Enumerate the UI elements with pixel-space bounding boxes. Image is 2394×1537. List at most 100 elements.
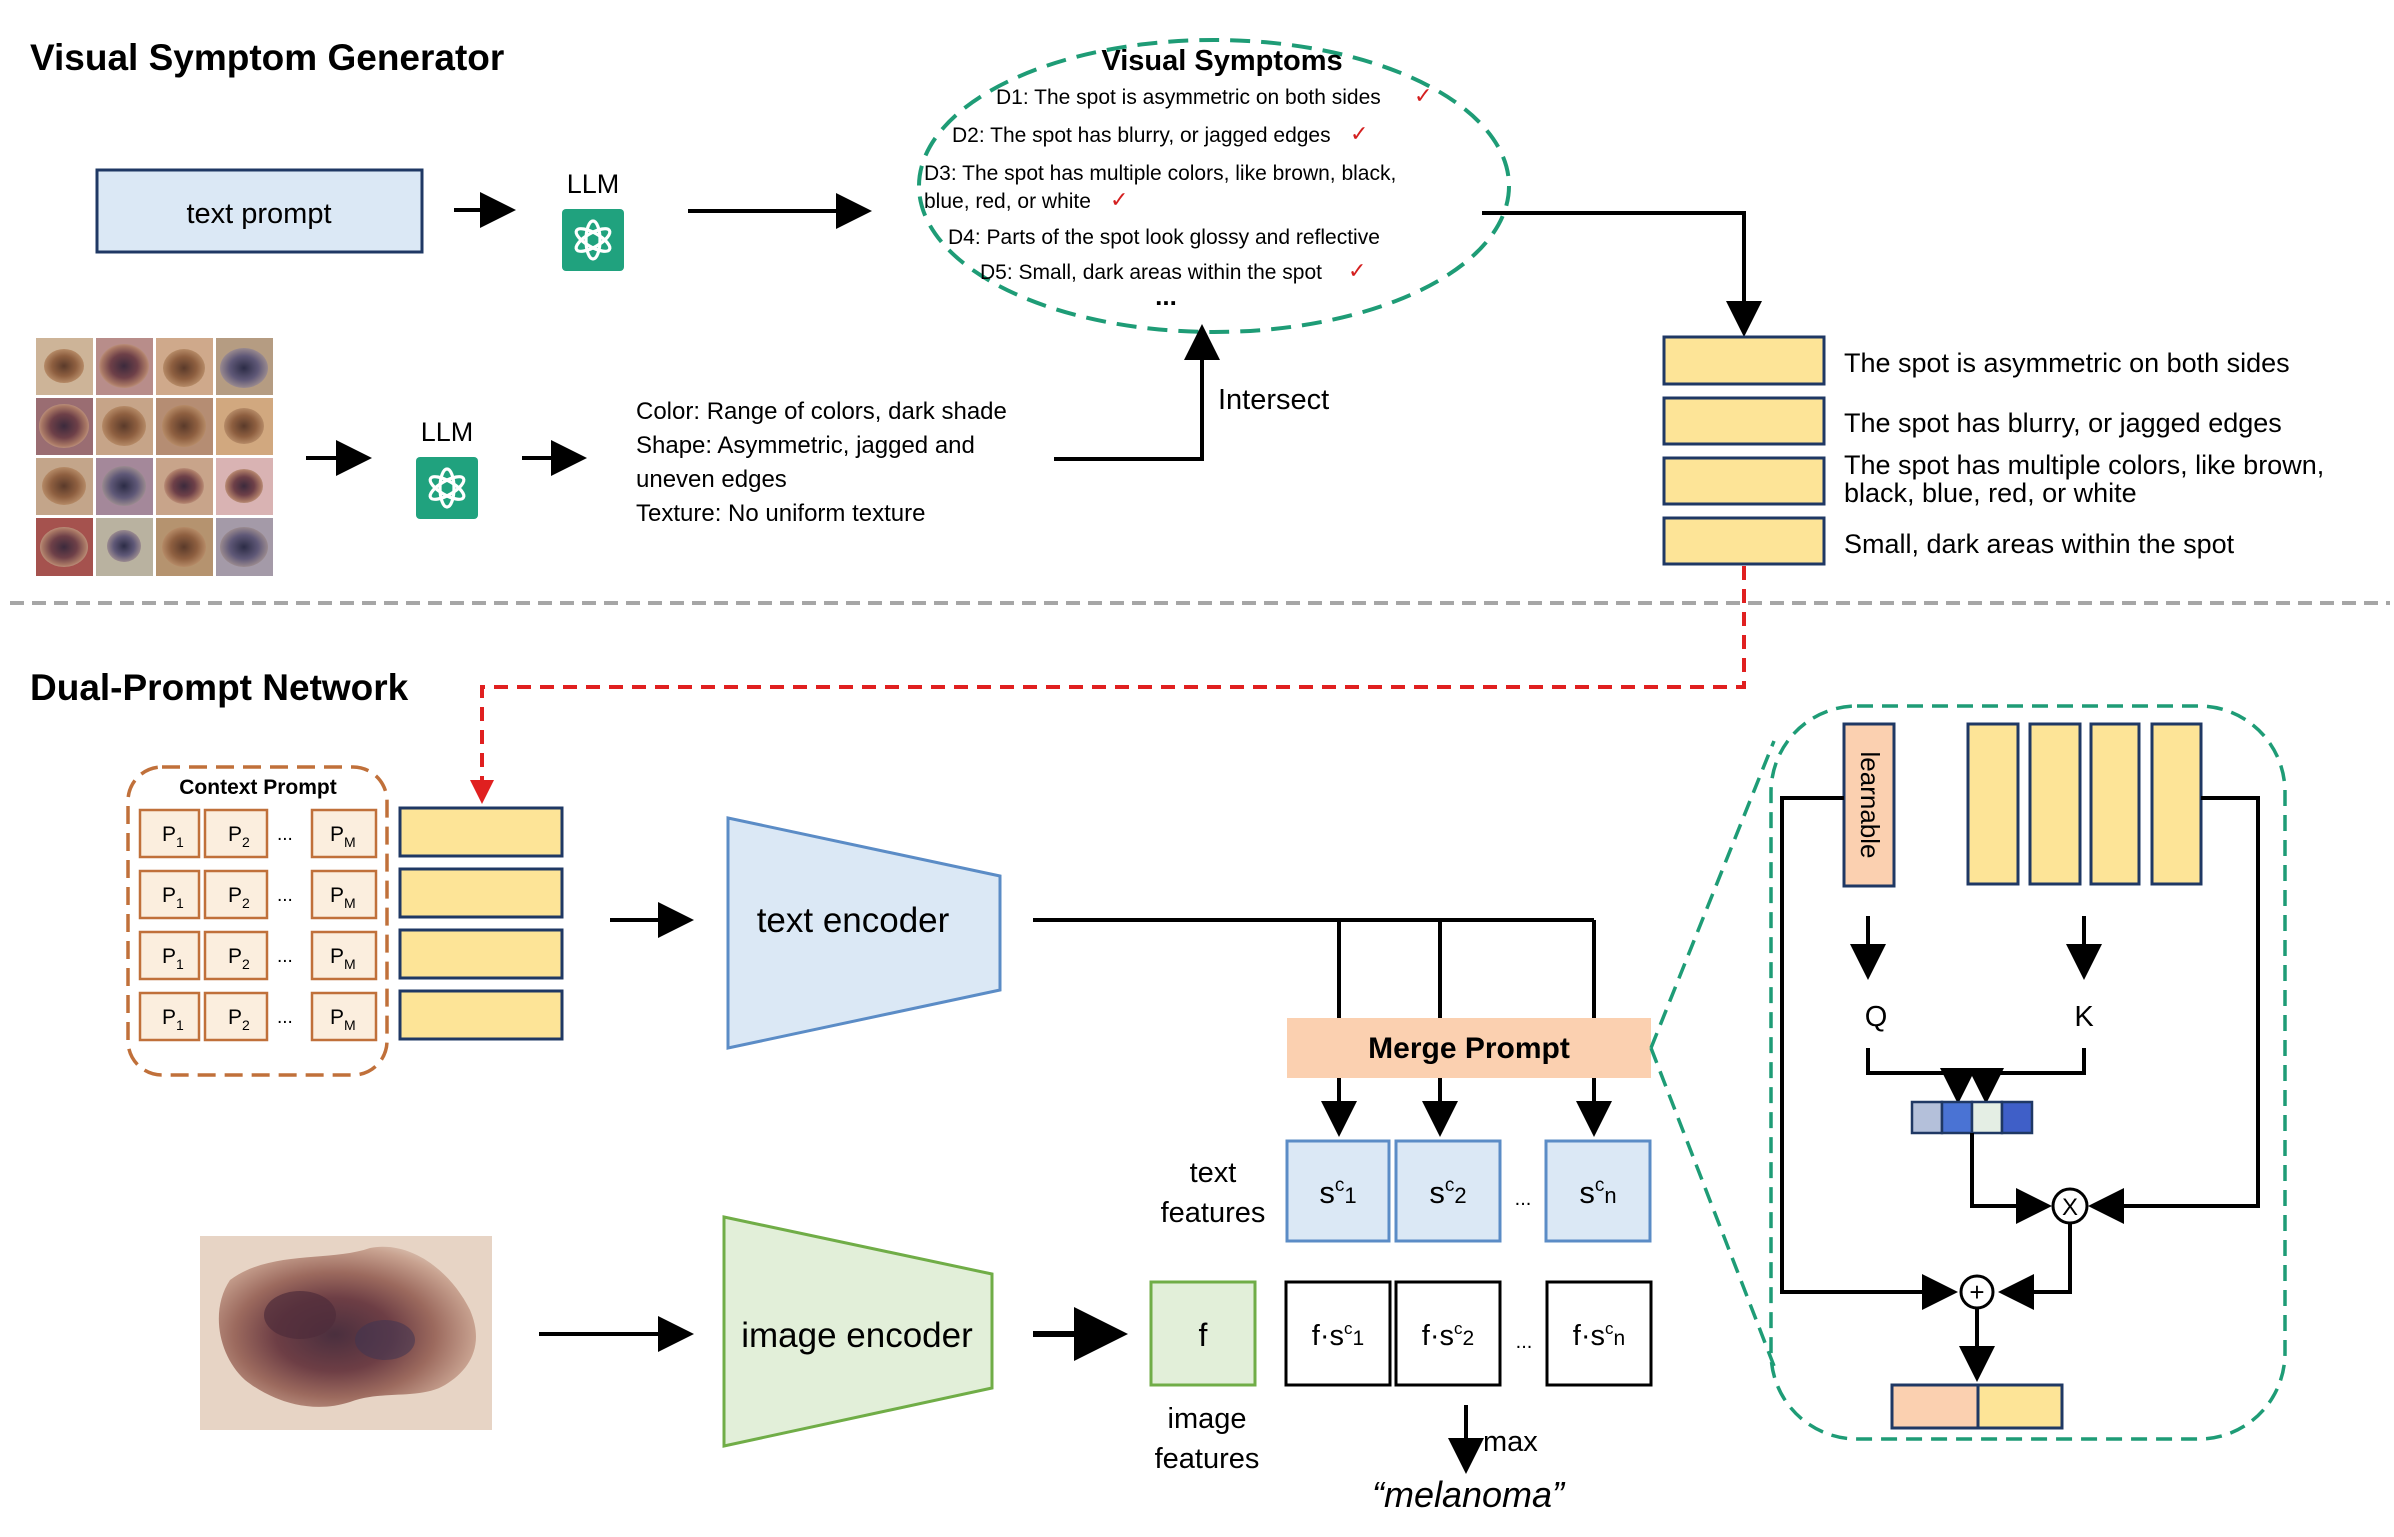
symptom-d2: D2: The spot has blurry, or jagged edges xyxy=(952,124,1331,147)
generator-section-title: Visual Symptom Generator xyxy=(30,37,504,78)
symptoms-to-selected-arrow xyxy=(1482,211,1762,337)
attribute-color: Color: Range of colors, dark shade xyxy=(636,398,1007,425)
text-prompt-label: text prompt xyxy=(186,198,331,230)
visual-symptoms-title: Visual Symptoms xyxy=(1101,45,1342,77)
symptom-key-column xyxy=(2028,722,2082,886)
similarity-f-sn: f·scn xyxy=(1573,1319,1625,1352)
image-feature-box xyxy=(1149,1280,1257,1387)
class-prompt-bar xyxy=(398,928,564,980)
image-features-label-line2: features xyxy=(1155,1443,1260,1475)
text-feature-s1: sc1 xyxy=(1319,1175,1356,1210)
symptom-key-column xyxy=(2089,722,2141,886)
image-encoder-block xyxy=(722,1215,994,1448)
text-encoder-label: text encoder xyxy=(757,901,950,940)
text-feature-box xyxy=(1544,1139,1652,1243)
text-features-label-line2: features xyxy=(1161,1197,1266,1229)
selected-symptom-bar xyxy=(1662,456,1826,506)
text-encoder-block xyxy=(726,816,1002,1050)
check-mark-d1: ✓ xyxy=(1414,83,1432,108)
prediction-result: “melanoma” xyxy=(1372,1474,1566,1515)
selected-symptom-bar xyxy=(1662,516,1826,566)
check-mark-d5: ✓ xyxy=(1348,258,1366,283)
image-features-label-line1: image xyxy=(1168,1403,1247,1435)
selected-symptom-4: Small, dark areas within the spot xyxy=(1844,529,2235,559)
merge-prompt-detail-panel xyxy=(1769,704,2287,1441)
skin-lesion-photo xyxy=(200,1236,492,1430)
text-features-label-line1: text xyxy=(1190,1157,1237,1189)
k-to-attention-arrow xyxy=(1968,1048,2086,1104)
similarity-f-s1: f·sc1 xyxy=(1312,1319,1364,1352)
q-to-attention-arrow xyxy=(1866,1048,1976,1104)
token-ellipsis: ... xyxy=(277,1007,293,1028)
symptom-d1: D1: The spot is asymmetric on both sides xyxy=(996,86,1381,109)
text-feature-box xyxy=(1394,1139,1502,1243)
class-prompt-bar xyxy=(398,867,564,919)
token-p1: P1 xyxy=(162,1006,184,1033)
selected-symptom-3-line2: black, blue, red, or white xyxy=(1844,478,2137,508)
similarity-box xyxy=(1545,1280,1653,1387)
token-pm: PM xyxy=(330,884,356,911)
intersect-label: Intersect xyxy=(1218,384,1329,416)
attribute-shape-line2: uneven edges xyxy=(636,466,787,493)
attention-weight-vector xyxy=(1910,1100,2034,1135)
multiply-to-add-arrow xyxy=(1998,1223,2072,1310)
merged-output-learnable-part xyxy=(1890,1383,1980,1430)
token-p1: P1 xyxy=(162,884,184,911)
merged-output-symptom-part xyxy=(1976,1383,2064,1430)
zoom-connector-line xyxy=(1649,740,1776,1049)
max-label: max xyxy=(1483,1426,1538,1458)
token-pm: PM xyxy=(330,1006,356,1033)
attribute-shape-line1: Shape: Asymmetric, jagged and xyxy=(636,432,975,459)
token-ellipsis: ... xyxy=(277,824,293,845)
selected-symptom-1: The spot is asymmetric on both sides xyxy=(1844,348,2290,378)
key-label: K xyxy=(2074,1001,2094,1033)
token-p1: P1 xyxy=(162,823,184,850)
symptom-key-column xyxy=(2150,722,2203,886)
symptom-d5: D5: Small, dark areas within the spot xyxy=(980,261,1322,284)
text-prompt-box xyxy=(95,168,424,254)
text-feature-sn: scn xyxy=(1579,1175,1616,1210)
llm-label-top: LLM xyxy=(567,169,620,199)
values-to-multiply-arrow xyxy=(2088,796,2260,1224)
merge-prompt-label: Merge Prompt xyxy=(1368,1032,1570,1065)
token-p2: P2 xyxy=(228,884,250,911)
token-p2: P2 xyxy=(228,945,250,972)
merge-prompt-block xyxy=(1287,1018,1651,1078)
context-prompt-row: P1 P2 ... PM xyxy=(138,930,378,981)
text-feature-ellipsis: ... xyxy=(1515,1188,1532,1210)
multiply-symbol: X xyxy=(2062,1194,2078,1221)
attention-to-multiply-arrow xyxy=(1970,1133,2052,1224)
class-prompt-bar xyxy=(398,989,564,1041)
network-section-title: Dual-Prompt Network xyxy=(30,667,409,708)
selected-symptom-2: The spot has blurry, or jagged edges xyxy=(1844,408,2282,438)
attribute-texture: Texture: No uniform texture xyxy=(636,500,925,527)
context-prompt-title: Context Prompt xyxy=(179,776,337,799)
image-feature-f: f xyxy=(1199,1317,1208,1353)
token-ellipsis: ... xyxy=(277,946,293,967)
symptom-d3-line2: blue, red, or white xyxy=(924,190,1091,213)
token-ellipsis: ... xyxy=(277,885,293,906)
check-mark-d3: ✓ xyxy=(1110,187,1128,212)
token-p1: P1 xyxy=(162,945,184,972)
learnable-label: learnable xyxy=(1855,752,1885,859)
intersect-arrow xyxy=(1054,324,1220,461)
context-prompt-row: P1 P2 ... PM xyxy=(138,869,378,920)
similarity-box xyxy=(1284,1280,1392,1387)
skin-lesion-thumbnail-grid xyxy=(36,338,273,576)
check-mark-d2: ✓ xyxy=(1350,121,1368,146)
selected-symptom-3-line1: The spot has multiple colors, like brown… xyxy=(1844,450,2324,480)
token-p2: P2 xyxy=(228,823,250,850)
context-prompt-group xyxy=(126,765,389,1077)
text-feature-box xyxy=(1285,1139,1391,1243)
similarity-f-s2: f·sc2 xyxy=(1422,1319,1474,1352)
symptom-d4: D4: Parts of the spot look glossy and re… xyxy=(948,226,1380,249)
token-p2: P2 xyxy=(228,1006,250,1033)
symptom-d3-line1: D3: The spot has multiple colors, like b… xyxy=(924,162,1396,185)
symptoms-ellipsis: ... xyxy=(1155,281,1177,311)
learnable-token xyxy=(1842,722,1896,888)
token-pm: PM xyxy=(330,945,356,972)
add-symbol: + xyxy=(1969,1277,1984,1307)
llm-label-bottom: LLM xyxy=(421,417,474,447)
